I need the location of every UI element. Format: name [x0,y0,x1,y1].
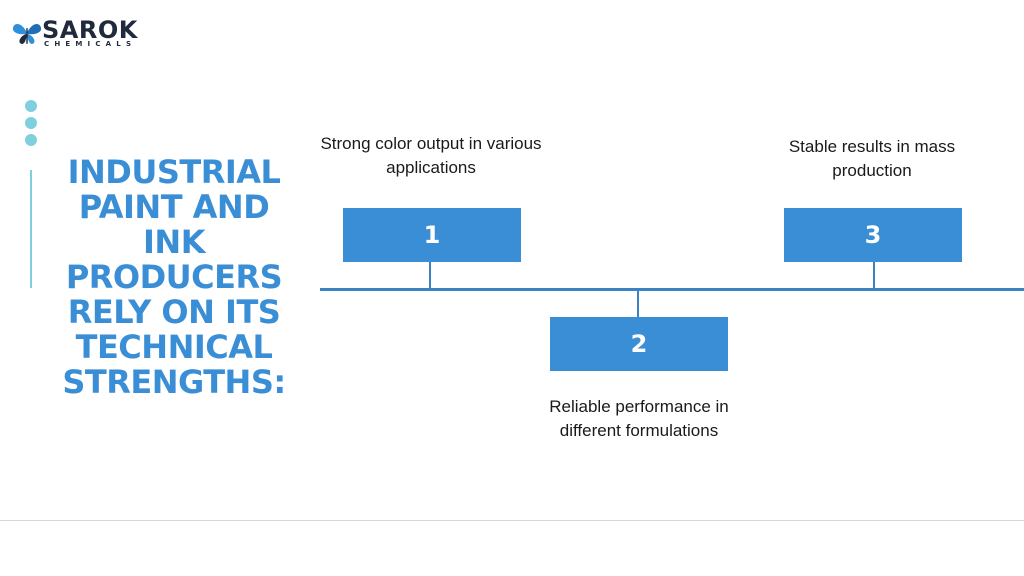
step-2-caption: Reliable performance in different formul… [549,397,729,440]
step-3-box: 3 [784,208,962,262]
step-1-caption: Strong color output in various applicati… [320,134,542,177]
step-3-connector [873,262,875,288]
step-2-connector [637,291,639,317]
step-2-box: 2 [550,317,728,371]
step-2-number: 2 [630,330,648,358]
footer-divider [0,520,1024,521]
decor-dot [25,100,37,112]
step-3-caption: Stable results in mass production [788,137,956,180]
brand-logo: SAROK CHEMICALS [12,16,162,50]
step-1-box: 1 [343,208,521,262]
page-title: INDUSTRIAL PAINT AND INK PRODUCERS RELY … [62,153,286,401]
decor-vertical-line [30,170,32,288]
step-1-number: 1 [423,221,441,249]
butterfly-icon [12,23,42,44]
step-1-connector [429,262,431,288]
step-3-number: 3 [864,221,882,249]
decor-dot [25,117,37,129]
decor-dot [25,134,37,146]
timeline-axis [320,288,1024,291]
brand-name: SAROK [42,16,138,44]
brand-subtitle: CHEMICALS [44,40,137,48]
